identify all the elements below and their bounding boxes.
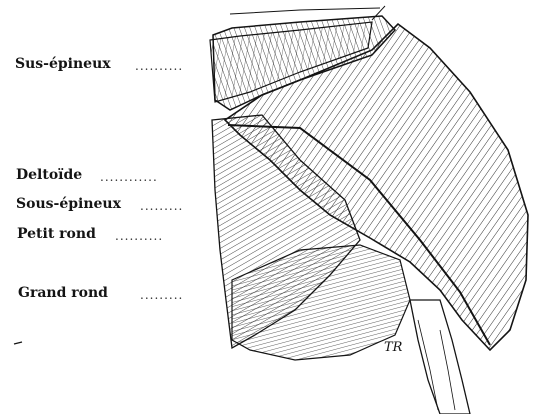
engraver-signature: TR (384, 340, 402, 355)
label-grand-rond: Grand rond (18, 285, 108, 301)
leader-sus-epineux: .......... (135, 58, 183, 74)
label-petit-rond: Petit rond (17, 226, 96, 242)
leader-deltoide: ............ (100, 169, 158, 185)
leader-petit-rond: .......... (115, 228, 163, 244)
leader-sous-epineux: ......... (140, 198, 183, 214)
label-deltoide: Deltoïde (16, 167, 82, 183)
leader-grand-rond: ......... (140, 287, 183, 303)
label-sus-epineux: Sus-épineux (15, 56, 111, 72)
label-sous-epineux: Sous-épineux (16, 196, 121, 212)
